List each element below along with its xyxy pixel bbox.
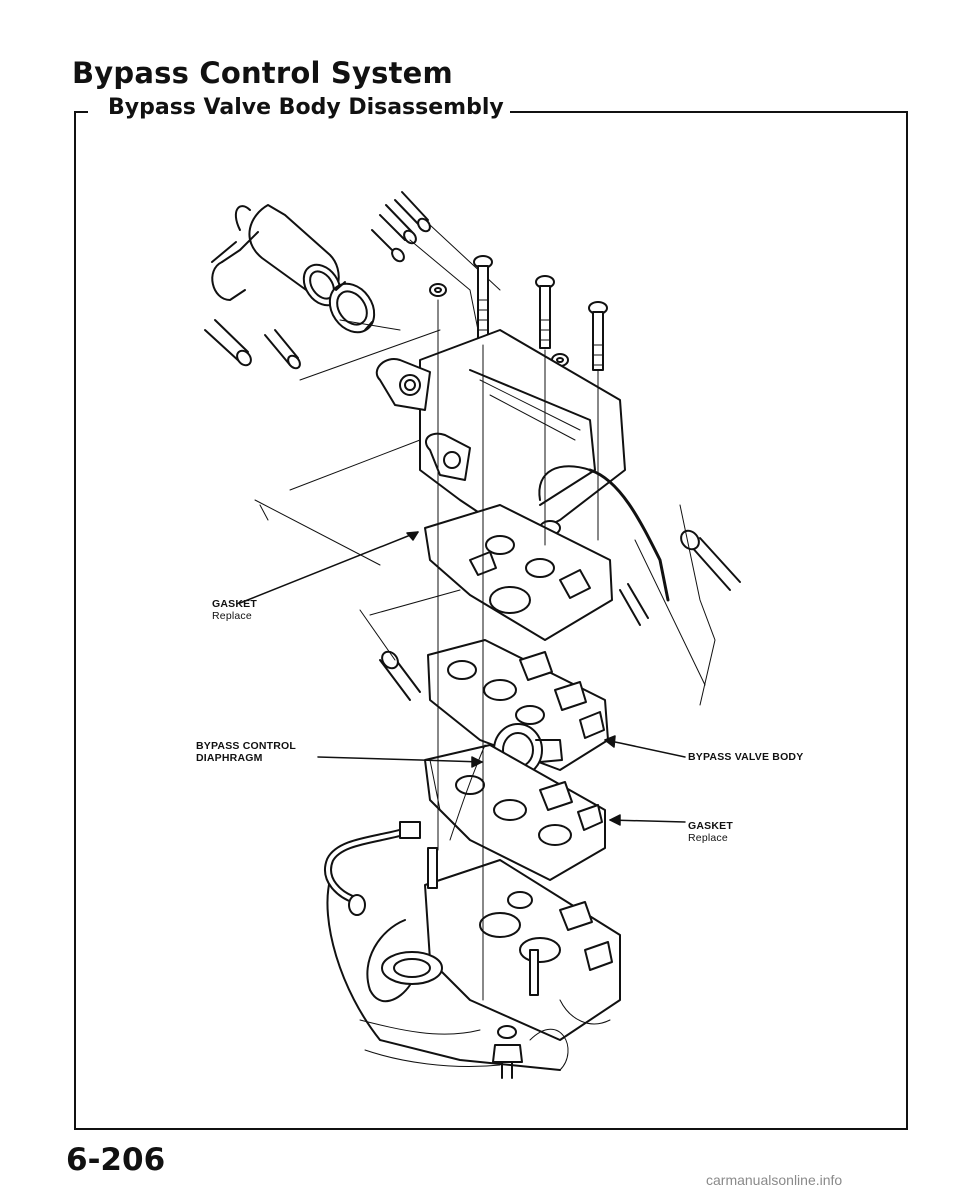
callout-gasket-lower-note: Replace <box>688 832 728 844</box>
lower-left-hose <box>324 821 421 916</box>
alignment-lines <box>254 299 716 1001</box>
frame-top-right-edge <box>470 111 906 113</box>
right-side-hoses <box>379 529 741 701</box>
bypass-valve-body-part <box>427 639 609 771</box>
throttle-body <box>375 329 670 602</box>
callout-gasket-upper-label: GASKET <box>212 598 257 610</box>
section-title: Bypass Valve Body Disassembly <box>102 95 510 120</box>
callout-gasket-upper: GASKET Replace <box>212 598 257 622</box>
page-number: 6-206 <box>66 1142 166 1178</box>
frame-top-left-edge <box>74 111 88 113</box>
lower-gasket <box>424 744 606 881</box>
callout-valve-body-label: BYPASS VALVE BODY <box>688 751 804 763</box>
page-title: Bypass Control System <box>72 56 453 90</box>
callout-leaders <box>239 531 686 826</box>
watermark: carmanualsonline.info <box>706 1172 843 1188</box>
callout-diaphragm: BYPASS CONTROL DIAPHRAGM <box>196 740 316 764</box>
callout-diaphragm-label: BYPASS CONTROL DIAPHRAGM <box>196 740 296 764</box>
lower-intake-manifold <box>326 847 621 1079</box>
small-hoses-top <box>371 191 431 263</box>
intake-pipe <box>211 204 342 307</box>
callout-gasket-lower-label: GASKET <box>688 820 733 832</box>
small-hoses-left <box>204 319 301 370</box>
callout-gasket-upper-note: Replace <box>212 610 252 622</box>
exploded-view-diagram <box>204 191 741 1079</box>
bolts <box>429 255 608 371</box>
callout-gasket-lower: GASKET Replace <box>688 820 733 844</box>
callout-valve-body: BYPASS VALVE BODY <box>688 751 803 763</box>
diagram-frame <box>74 111 908 1130</box>
upper-gasket <box>424 504 613 641</box>
